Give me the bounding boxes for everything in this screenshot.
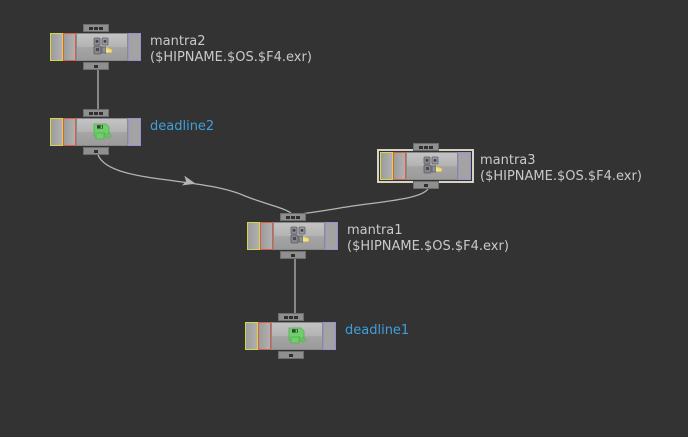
deadline-submit-icon (288, 327, 307, 344)
node-output-connector[interactable] (279, 251, 306, 259)
node-box-mantra3[interactable] (377, 143, 474, 189)
node-deadline2[interactable]: deadline2 (50, 109, 214, 155)
wire-deadline2-mantra1[interactable] (97, 154, 292, 214)
node-body[interactable] (273, 222, 325, 250)
node-label-mantra1: mantra1($HIPNAME.$OS.$F4.exr) (347, 222, 509, 254)
node-output-connector[interactable] (82, 147, 109, 155)
node-name-text: mantra2 (150, 34, 206, 49)
lock-flag[interactable] (63, 33, 76, 61)
render-flag[interactable] (458, 152, 471, 180)
mantra-render-icon (423, 156, 442, 174)
node-input-connector[interactable] (412, 143, 439, 151)
mantra-render-icon (93, 37, 112, 55)
node-output-path-text: ($HIPNAME.$OS.$F4.exr) (150, 49, 312, 65)
node-input-connector[interactable] (277, 313, 304, 321)
node-label-deadline2: deadline2 (150, 118, 214, 135)
node-name-text: mantra1 (347, 223, 403, 238)
node-output-path-text: ($HIPNAME.$OS.$F4.exr) (480, 168, 642, 184)
node-deadline1[interactable]: deadline1 (245, 313, 409, 359)
node-output-connector[interactable] (412, 181, 439, 189)
lock-flag[interactable] (260, 222, 273, 250)
node-name-text: deadline2 (150, 119, 215, 134)
node-mantra3[interactable]: mantra3($HIPNAME.$OS.$F4.exr) (377, 143, 642, 189)
node-output-path-text: ($HIPNAME.$OS.$F4.exr) (347, 238, 509, 254)
lock-flag[interactable] (393, 152, 406, 180)
mantra-render-icon (290, 226, 309, 244)
node-body[interactable] (271, 322, 323, 350)
node-name-text: deadline1 (345, 323, 410, 338)
node-label-mantra3: mantra3($HIPNAME.$OS.$F4.exr) (480, 152, 642, 184)
wire-mantra3-mantra1[interactable] (299, 188, 429, 215)
deadline-submit-icon (93, 123, 112, 140)
bypass-flag[interactable] (245, 322, 258, 350)
node-label-mantra2: mantra2($HIPNAME.$OS.$F4.exr) (150, 33, 312, 65)
node-output-connector[interactable] (82, 62, 109, 70)
node-input-connector[interactable] (82, 109, 109, 117)
node-body[interactable] (76, 118, 128, 146)
bypass-flag[interactable] (380, 152, 393, 180)
node-box-deadline2[interactable] (50, 109, 141, 155)
node-label-deadline1: deadline1 (345, 322, 409, 339)
render-flag[interactable] (323, 322, 336, 350)
node-input-connector[interactable] (279, 213, 306, 221)
node-mantra1[interactable]: mantra1($HIPNAME.$OS.$F4.exr) (247, 213, 509, 259)
node-body[interactable] (76, 33, 128, 61)
node-body[interactable] (406, 152, 458, 180)
lock-flag[interactable] (63, 118, 76, 146)
node-output-connector[interactable] (277, 351, 304, 359)
render-flag[interactable] (128, 118, 141, 146)
render-flag[interactable] (128, 33, 141, 61)
node-box-mantra2[interactable] (50, 24, 141, 70)
render-flag[interactable] (325, 222, 338, 250)
bypass-flag[interactable] (50, 33, 63, 61)
node-box-deadline1[interactable] (245, 313, 336, 359)
bypass-flag[interactable] (247, 222, 260, 250)
bypass-flag[interactable] (50, 118, 63, 146)
node-mantra2[interactable]: mantra2($HIPNAME.$OS.$F4.exr) (50, 24, 312, 70)
lock-flag[interactable] (258, 322, 271, 350)
node-name-text: mantra3 (480, 153, 536, 168)
node-input-connector[interactable] (82, 24, 109, 32)
node-box-mantra1[interactable] (247, 213, 338, 259)
wire-direction-arrow-icon (181, 175, 196, 186)
